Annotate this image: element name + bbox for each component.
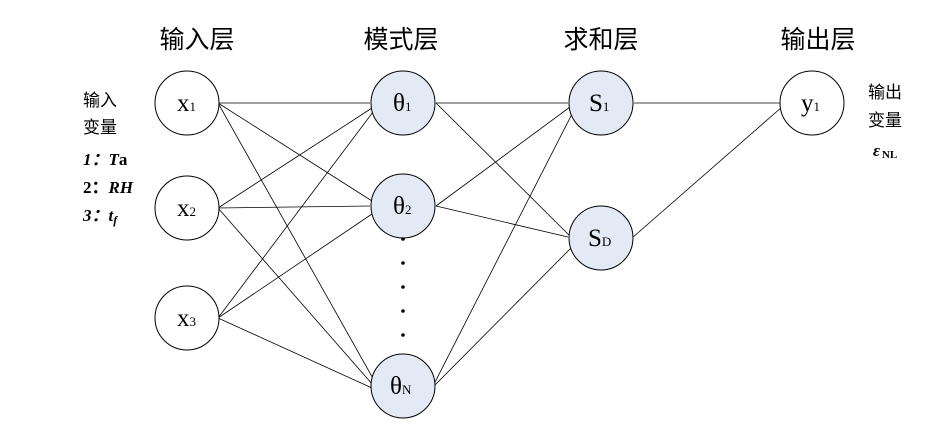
- sum-node-1: S1: [568, 70, 634, 136]
- edge: [217, 107, 373, 209]
- node-circle: [568, 70, 634, 136]
- node-circle: [154, 175, 220, 241]
- edge: [217, 205, 371, 209]
- ellipsis-dots: [401, 237, 405, 337]
- dot: [401, 333, 405, 337]
- node-label: x2: [177, 195, 196, 222]
- edge: [435, 205, 569, 238]
- layer-title-pattern: 模式层: [363, 25, 438, 54]
- output-vars-title-line1: 输出: [868, 83, 902, 103]
- edge: [435, 106, 571, 207]
- edge: [217, 317, 373, 389]
- edge: [431, 111, 574, 389]
- edge: [217, 213, 373, 319]
- node-circle: [370, 70, 436, 136]
- node-label: θN: [390, 373, 412, 400]
- node-circle: [568, 205, 634, 271]
- dot: [401, 261, 405, 265]
- node-label: S1: [589, 90, 609, 117]
- pattern-node-2: θ2: [370, 173, 436, 239]
- output-vars-title-line2: 变量: [868, 111, 902, 131]
- node-label: θ1: [393, 90, 411, 117]
- input-var-3: 3：tf: [82, 206, 118, 227]
- edge: [217, 102, 376, 383]
- layer-title-output: 输出层: [780, 25, 855, 54]
- dot: [401, 237, 405, 241]
- node-circle: [370, 353, 436, 419]
- node-label: θ2: [393, 193, 411, 220]
- layer-title-summation: 求和层: [563, 25, 638, 54]
- edge: [431, 246, 573, 389]
- node-label: SD: [588, 225, 611, 252]
- pattern-node-1: θ1: [370, 70, 436, 136]
- edge: [435, 102, 570, 236]
- node-label: y1: [801, 90, 820, 117]
- input-node-1: x1: [154, 70, 220, 136]
- sum-node-d: SD: [568, 205, 634, 271]
- edge: [217, 207, 374, 386]
- edge: [217, 102, 373, 202]
- output-node-1: y1: [779, 70, 845, 136]
- input-vars-title-line2: 变量: [83, 118, 117, 138]
- connections: [217, 102, 783, 389]
- layer-title-input: 输入层: [159, 25, 234, 54]
- node-label: x1: [177, 90, 196, 117]
- edge: [631, 106, 783, 239]
- dot: [401, 309, 405, 313]
- input-var-1: 1：Ta: [83, 150, 128, 169]
- input-variables: 输入 变量 1：Ta 2：RH 3：tf: [82, 91, 134, 227]
- input-vars-title-line1: 输入: [83, 91, 117, 111]
- pattern-node-n: θN: [370, 353, 436, 419]
- input-var-2: 2：RH: [83, 178, 134, 197]
- dot: [401, 285, 405, 289]
- node-circle: [154, 285, 220, 351]
- edge: [217, 111, 374, 319]
- input-node-3: x3: [154, 285, 220, 351]
- node-circle: [779, 70, 845, 136]
- node-label: x3: [177, 305, 196, 332]
- input-node-2: x2: [154, 175, 220, 241]
- node-circle: [154, 70, 220, 136]
